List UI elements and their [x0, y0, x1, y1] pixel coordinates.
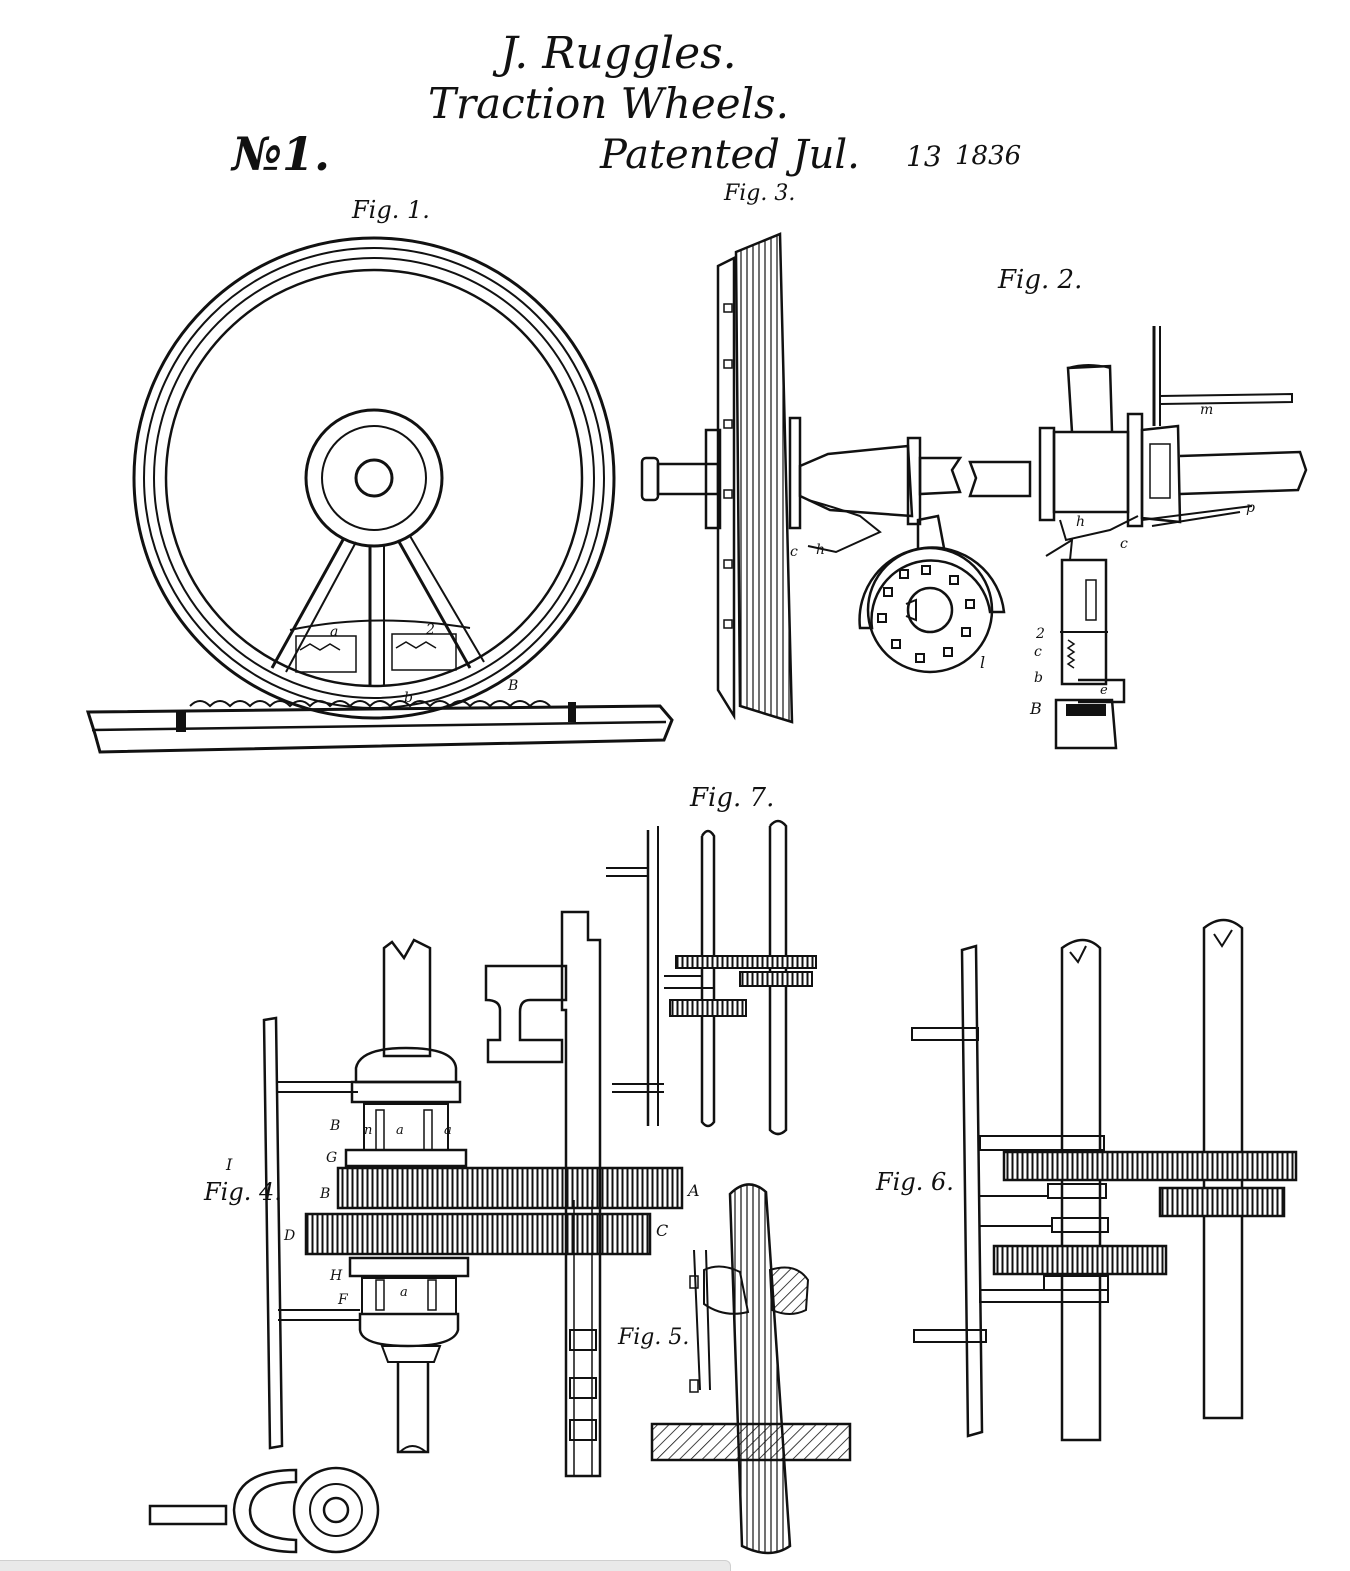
fig2-letter-h: h [1076, 514, 1085, 530]
fig3-letter-h: h [816, 542, 825, 558]
fig2-label: Fig. 2. [997, 265, 1082, 295]
fig3-letter-c: c [790, 544, 798, 560]
fig4-letter-n: n [364, 1123, 372, 1138]
fig2-letter-m: m [1200, 402, 1213, 418]
fig4-letter-I: I [225, 1155, 233, 1174]
fig6-label: Fig. 6. [875, 1168, 954, 1196]
figure-2: Fig. 2. m p h c e 2 c b B [968, 265, 1308, 750]
fig4-label: Fig. 4. [203, 1178, 282, 1206]
fig4-letter-B-top: B [329, 1118, 340, 1134]
fig1-letter-a: a [330, 624, 338, 640]
fig4-letter-a2: a [444, 1123, 452, 1138]
window-edge-bar [0, 1560, 731, 1571]
fig2-letter-c: c [1120, 536, 1128, 552]
fig3-label: Fig. 3. [723, 181, 795, 206]
patented-day: 13 [906, 140, 942, 173]
fig4-letter-C: C [656, 1221, 668, 1240]
fig3-letter-l: l [980, 653, 985, 672]
fig5-label: Fig. 5. [617, 1325, 689, 1350]
fig4-letter-B: B [319, 1186, 330, 1202]
fig2-letter-p: p [1246, 500, 1255, 516]
fig1-letter-b: b [404, 690, 413, 706]
figure-6: Fig. 6. [875, 918, 1298, 1442]
fig4-letter-a3: a [400, 1285, 408, 1300]
fig4-letter-a1: a [396, 1123, 404, 1138]
patent-title: Traction Wheels. [428, 79, 789, 128]
fig2-letter-2: 2 [1035, 626, 1045, 642]
fig4-letter-G: G [326, 1150, 337, 1166]
header: J. Ruggles. Traction Wheels. №1. Patente… [230, 28, 1021, 181]
figure-3: Fig. 3. c h [640, 181, 1006, 724]
fig7-label: Fig. 7. [689, 783, 774, 813]
fig4-letter-F: F [337, 1292, 349, 1308]
patented-label: Patented Jul. [599, 132, 860, 178]
patented-year: 1836 [955, 141, 1021, 171]
fig2-letter-B: B [1029, 699, 1042, 718]
figure-4: Fig. 4. I B n a a G B A D C H F a [148, 910, 700, 1554]
figure-5: Fig. 5. [617, 1183, 852, 1555]
fig4-letter-D: D [283, 1228, 295, 1244]
fig1-label: Fig. 1. [351, 196, 430, 224]
figure-7: Fig. 7. [606, 783, 817, 1136]
fig2-letter-c2: c [1034, 644, 1042, 660]
fig4-letter-A: A [686, 1181, 700, 1200]
fig2-letter-b: b [1034, 670, 1043, 686]
fig4-letter-H: H [329, 1268, 343, 1284]
patent-number: №1. [230, 127, 330, 181]
fig2-letter-e: e [1100, 683, 1108, 698]
fig1-letter-B: B [507, 678, 518, 694]
fig1-letter-2: 2 [425, 622, 435, 638]
author-name: J. Ruggles. [492, 28, 737, 79]
figure-1: Fig. 1. a 2 b B [85, 196, 674, 754]
